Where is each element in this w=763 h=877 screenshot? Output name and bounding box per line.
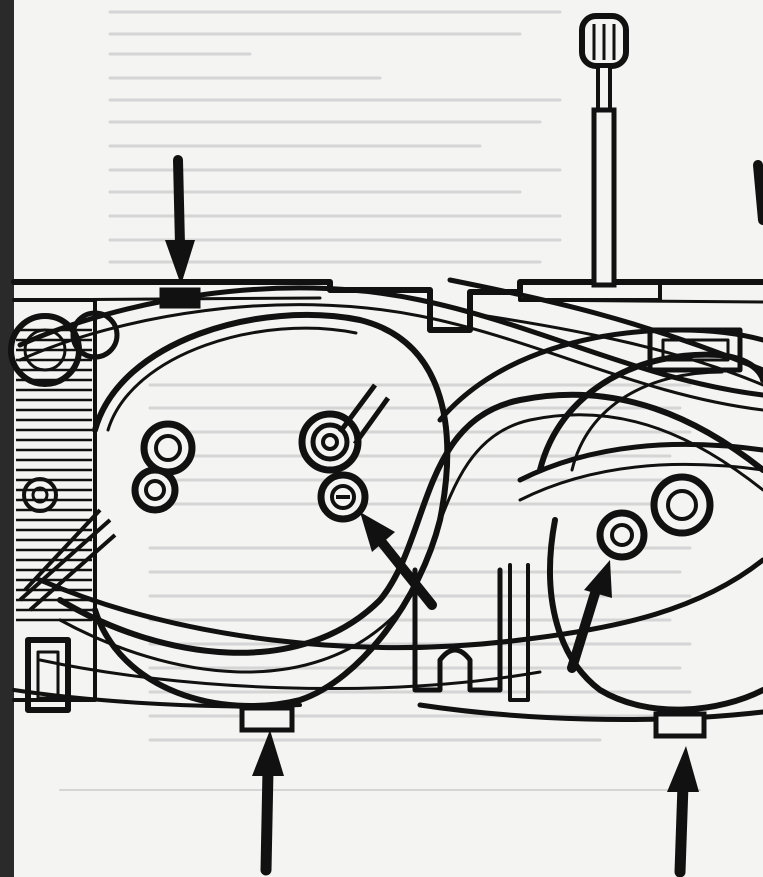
- arrow-bottom-left: [252, 730, 284, 876]
- arrow-center: [360, 512, 437, 610]
- arrow-top-left: [165, 155, 195, 285]
- arrow-top-right: [753, 160, 763, 225]
- housing-outline: [11, 277, 763, 722]
- link-rod: [337, 383, 391, 446]
- binding-edge: [0, 0, 14, 877]
- adjusting-pin: [579, 13, 629, 288]
- left-gear-cluster: [8, 310, 120, 612]
- arrow-bottom-right: [667, 746, 699, 877]
- mounting-tabs: [159, 287, 707, 739]
- arrow-right-boss: [567, 560, 612, 673]
- callout-arrows: [165, 155, 763, 877]
